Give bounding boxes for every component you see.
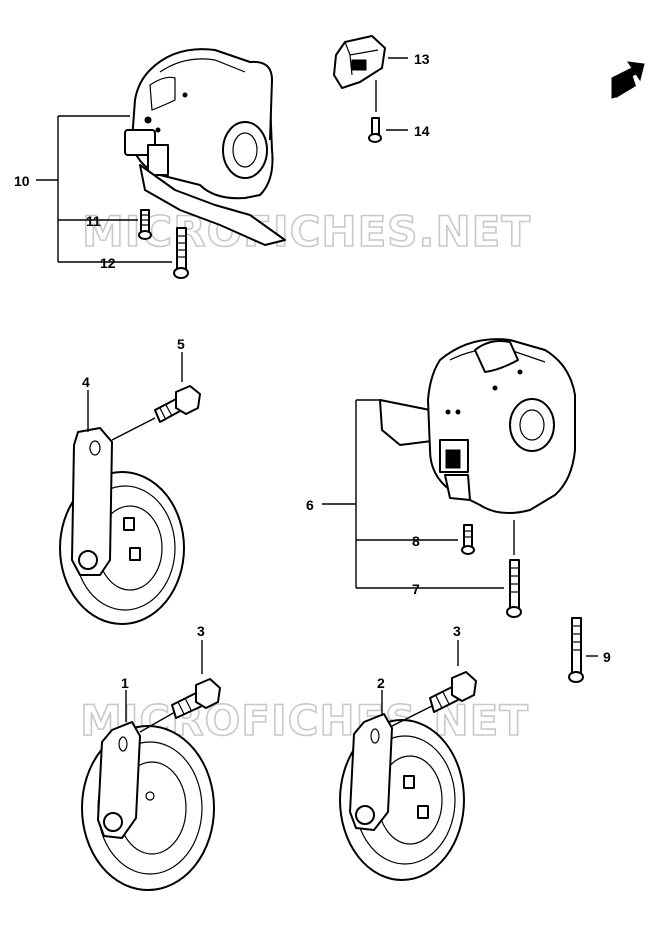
- screw-14: [368, 117, 382, 143]
- left-handlebar-switch: [124, 48, 286, 246]
- arrow-front-icon: [611, 61, 645, 99]
- callout-1: 1: [121, 675, 129, 691]
- callout-8: 8: [412, 533, 420, 549]
- bolt-5: [154, 385, 201, 423]
- callout-9: 9: [603, 649, 611, 665]
- callout-12: 12: [100, 255, 116, 271]
- callout-13: 13: [414, 51, 430, 67]
- bolt-3a: [171, 678, 221, 719]
- callout-10: 10: [14, 173, 30, 189]
- watermark-top: MICROFICHES.NET: [82, 207, 531, 256]
- callout-4: 4: [82, 374, 90, 390]
- callout-3-right: 3: [453, 623, 461, 639]
- screw-12: [173, 227, 189, 279]
- screw-11: [138, 209, 152, 240]
- bolt-3b: [429, 671, 477, 713]
- horn-4: [59, 427, 185, 625]
- callout-5: 5: [177, 336, 185, 352]
- horn-1: [81, 721, 215, 891]
- screw-7: [506, 559, 522, 618]
- horn-2: [339, 713, 465, 881]
- right-handlebar-switch: [379, 338, 576, 515]
- relay-13: [333, 35, 386, 89]
- callout-7: 7: [412, 581, 420, 597]
- screw-9: [568, 617, 584, 683]
- callout-6: 6: [306, 497, 314, 513]
- callout-11: 11: [86, 213, 101, 229]
- callout-3-left: 3: [197, 623, 205, 639]
- callout-2: 2: [377, 675, 385, 691]
- screw-8: [461, 524, 475, 555]
- callout-14: 14: [414, 123, 430, 139]
